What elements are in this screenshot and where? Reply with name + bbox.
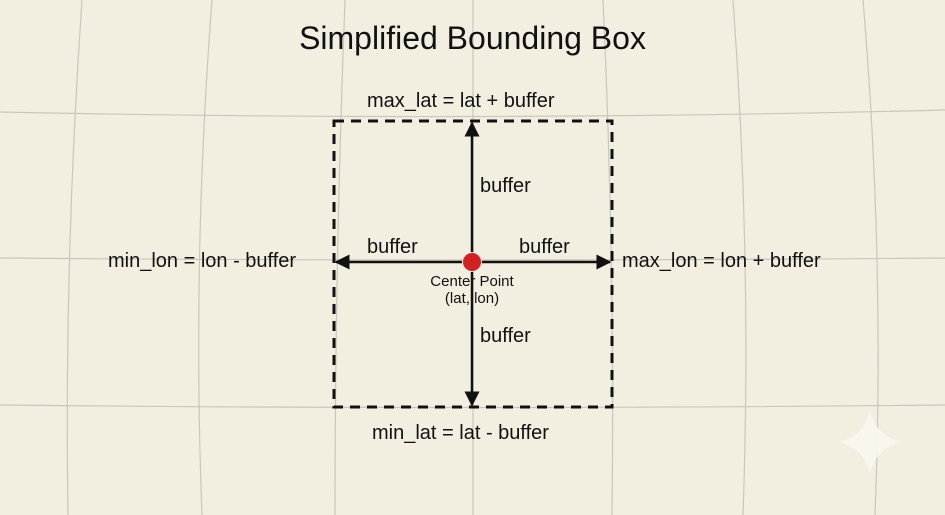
max-lon-label: max_lon = lon + buffer [622,250,821,272]
buffer-left-label: buffer [367,236,418,258]
buffer-right-label: buffer [519,236,570,258]
buffer-up-label: buffer [480,175,531,197]
center-point-dot [463,253,481,271]
max-lat-label: max_lat = lat + buffer [367,90,555,112]
sparkle-icon [839,410,901,474]
min-lon-label: min_lon = lon - buffer [108,250,297,272]
buffer-down-label: buffer [480,325,531,347]
center-point-label: Center Point (lat, lon) [412,273,532,307]
center-point-name: Center Point [430,273,514,290]
bounding-box [332,119,614,409]
min-lat-label: min_lat = lat - buffer [372,422,549,444]
diagram-title: Simplified Bounding Box [299,20,646,56]
center-point-coords: (lat, lon) [444,290,500,307]
